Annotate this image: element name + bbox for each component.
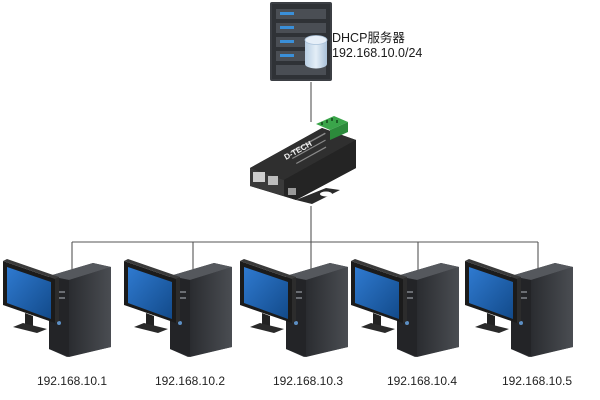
computer-2 [124,259,232,357]
server-label: DHCP服务器 192.168.10.0/24 [332,31,472,61]
desktop-computer-icon [240,259,348,357]
computer-ip-label: 192.168.10.1 [36,374,108,388]
computer-ip-label: 192.168.10.5 [501,374,573,388]
server-subnet: 192.168.10.0/24 [332,46,423,60]
server-tower-with-database-icon [270,2,332,81]
desktop-computer-icon [465,259,573,357]
computer-3 [240,259,348,357]
computer-ip-label: 192.168.10.2 [154,374,226,388]
connection-lines [71,82,539,271]
computer-ip-label: 192.168.10.4 [386,374,458,388]
computer-4 [351,259,459,357]
computer-ip-label: 192.168.10.3 [272,374,344,388]
desktop-computer-icon [351,259,459,357]
serial-ethernet-converter-icon: D-TECH [250,116,356,204]
desktop-computer-icon [124,259,232,357]
desktop-computer-icon [3,259,111,357]
computer-5 [465,259,573,357]
server-title: DHCP服务器 [332,31,405,45]
computer-1 [3,259,111,357]
